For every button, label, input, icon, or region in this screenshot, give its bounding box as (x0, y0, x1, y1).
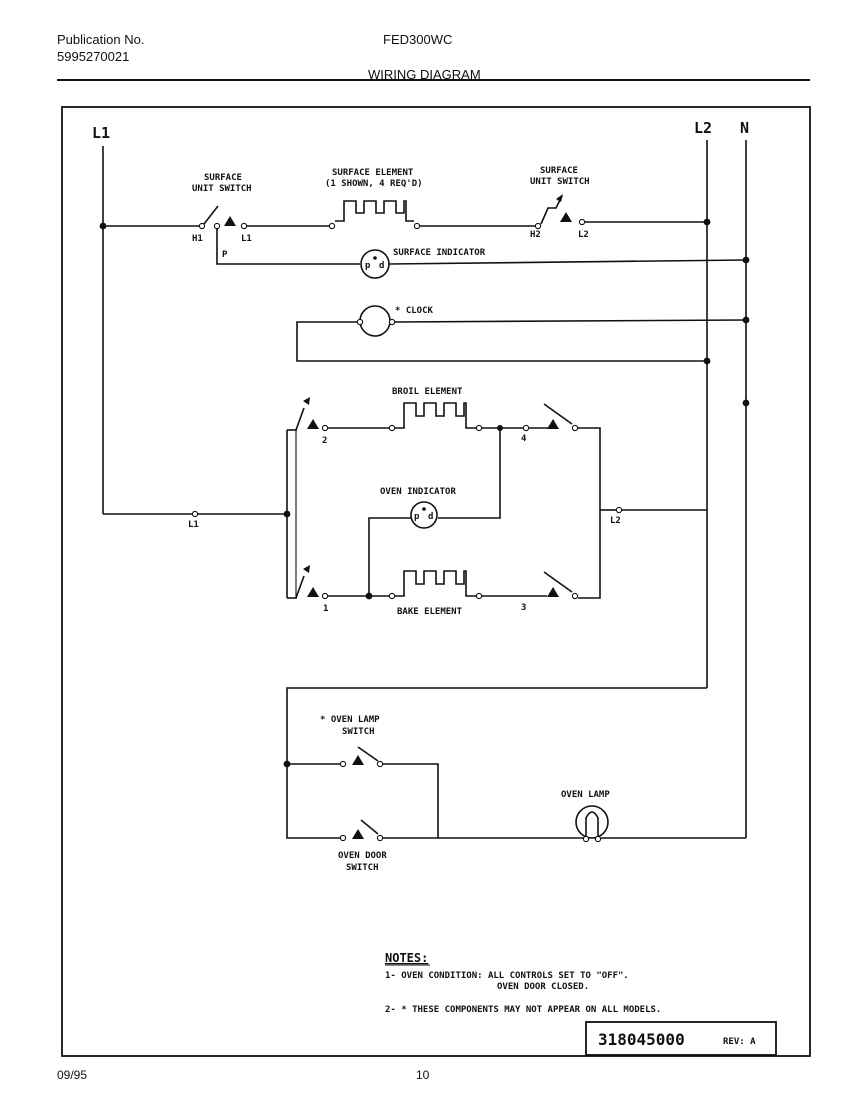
terminal-h2-label: H2 (530, 230, 541, 240)
oven-door-switch-blade (360, 819, 379, 835)
terminal-1-label: 1 (323, 604, 328, 614)
broil-element (395, 402, 476, 429)
terminal-4 (522, 424, 530, 432)
terminal-p-label: P (222, 250, 228, 260)
terminal-h1-label: H1 (192, 234, 203, 244)
oven-lamp-switch-blade (357, 746, 379, 762)
left-surface-switch-contact (224, 216, 236, 226)
revision: REV: A (723, 1037, 756, 1047)
svg-text:p: p (414, 512, 420, 522)
svg-text:d: d (379, 261, 384, 271)
svg-text:p: p (365, 261, 371, 271)
line-n-label: N (740, 119, 749, 137)
terminal-h1 (198, 222, 206, 230)
right-surface-switch-blade (540, 195, 563, 225)
right-switch-label-2: UNIT SWITCH (530, 177, 590, 187)
broil-relay-switch (543, 403, 573, 425)
bake-element-label: BAKE ELEMENT (397, 607, 463, 617)
broil-switch-contact (307, 419, 319, 429)
part-number: 318045000 (598, 1030, 685, 1049)
note-1-line-2: OVEN DOOR CLOSED. (497, 982, 589, 992)
oven-door-switch-label-2: SWITCH (346, 863, 379, 873)
surface-element (335, 200, 414, 222)
left-switch-label-2: UNIT SWITCH (192, 184, 252, 194)
bake-element (395, 570, 476, 597)
oven-lamp-switch-label-2: SWITCH (342, 727, 375, 737)
footer-date: 09/95 (57, 1068, 88, 1082)
terminal-l1-oven (191, 510, 199, 518)
terminal-l1-surface (240, 222, 248, 230)
line-l1-label: L1 (92, 124, 110, 142)
diagram-frame (61, 106, 811, 1057)
model-number: FED300WC (383, 32, 453, 47)
clock-label: * CLOCK (395, 306, 434, 316)
terminal-l2-oven (615, 506, 623, 514)
left-switch-label-1: SURFACE (204, 173, 242, 183)
svg-text:d: d (428, 512, 433, 522)
terminal-l2-surface-label: L2 (578, 230, 589, 240)
note-2: 2- * THESE COMPONENTS MAY NOT APPEAR ON … (385, 1005, 661, 1015)
publication-number: 5995270021 (57, 49, 130, 64)
terminal-l1-oven-label: L1 (188, 520, 199, 530)
bake-switch-contact (307, 587, 319, 597)
clock-motor (359, 305, 391, 337)
oven-indicator-lamp (410, 501, 438, 529)
oven-lamp (575, 805, 609, 839)
line-l2-label: L2 (694, 119, 712, 137)
right-surface-switch-contact (560, 212, 572, 222)
oven-lamp-switch-label-1: * OVEN LAMP (320, 715, 380, 725)
terminal-4-label: 4 (521, 434, 527, 444)
notes-title: NOTES: (385, 951, 428, 965)
surface-element-label-2: (1 SHOWN, 4 REQ'D) (325, 179, 423, 189)
broil-element-label: BROIL ELEMENT (392, 387, 463, 397)
terminal-3-label: 3 (521, 603, 526, 613)
right-switch-label-1: SURFACE (540, 166, 578, 176)
header-rule (57, 79, 810, 81)
terminal-l2-surface (578, 218, 586, 226)
section-title: WIRING DIAGRAM (368, 67, 481, 82)
surface-indicator-label: SURFACE INDICATOR (393, 248, 486, 258)
bake-relay-switch (543, 571, 573, 593)
terminal-l2-oven-label: L2 (610, 516, 621, 526)
oven-door-switch-label-1: OVEN DOOR (338, 851, 387, 861)
left-surface-switch-blade (203, 205, 219, 225)
title-block (585, 1021, 777, 1056)
terminal-1 (321, 592, 329, 600)
terminal-2-label: 2 (322, 436, 327, 446)
terminal-2 (321, 424, 329, 432)
terminal-l1-surface-label: L1 (241, 234, 252, 244)
surface-element-label-1: SURFACE ELEMENT (332, 168, 414, 178)
oven-lamp-label: OVEN LAMP (561, 790, 610, 800)
note-1-line-1: 1- OVEN CONDITION: ALL CONTROLS SET TO "… (385, 971, 629, 981)
publication-label: Publication No. (57, 32, 145, 47)
terminal-h2 (534, 222, 542, 230)
footer-page-number: 10 (416, 1068, 430, 1082)
oven-indicator-label: OVEN INDICATOR (380, 487, 456, 497)
